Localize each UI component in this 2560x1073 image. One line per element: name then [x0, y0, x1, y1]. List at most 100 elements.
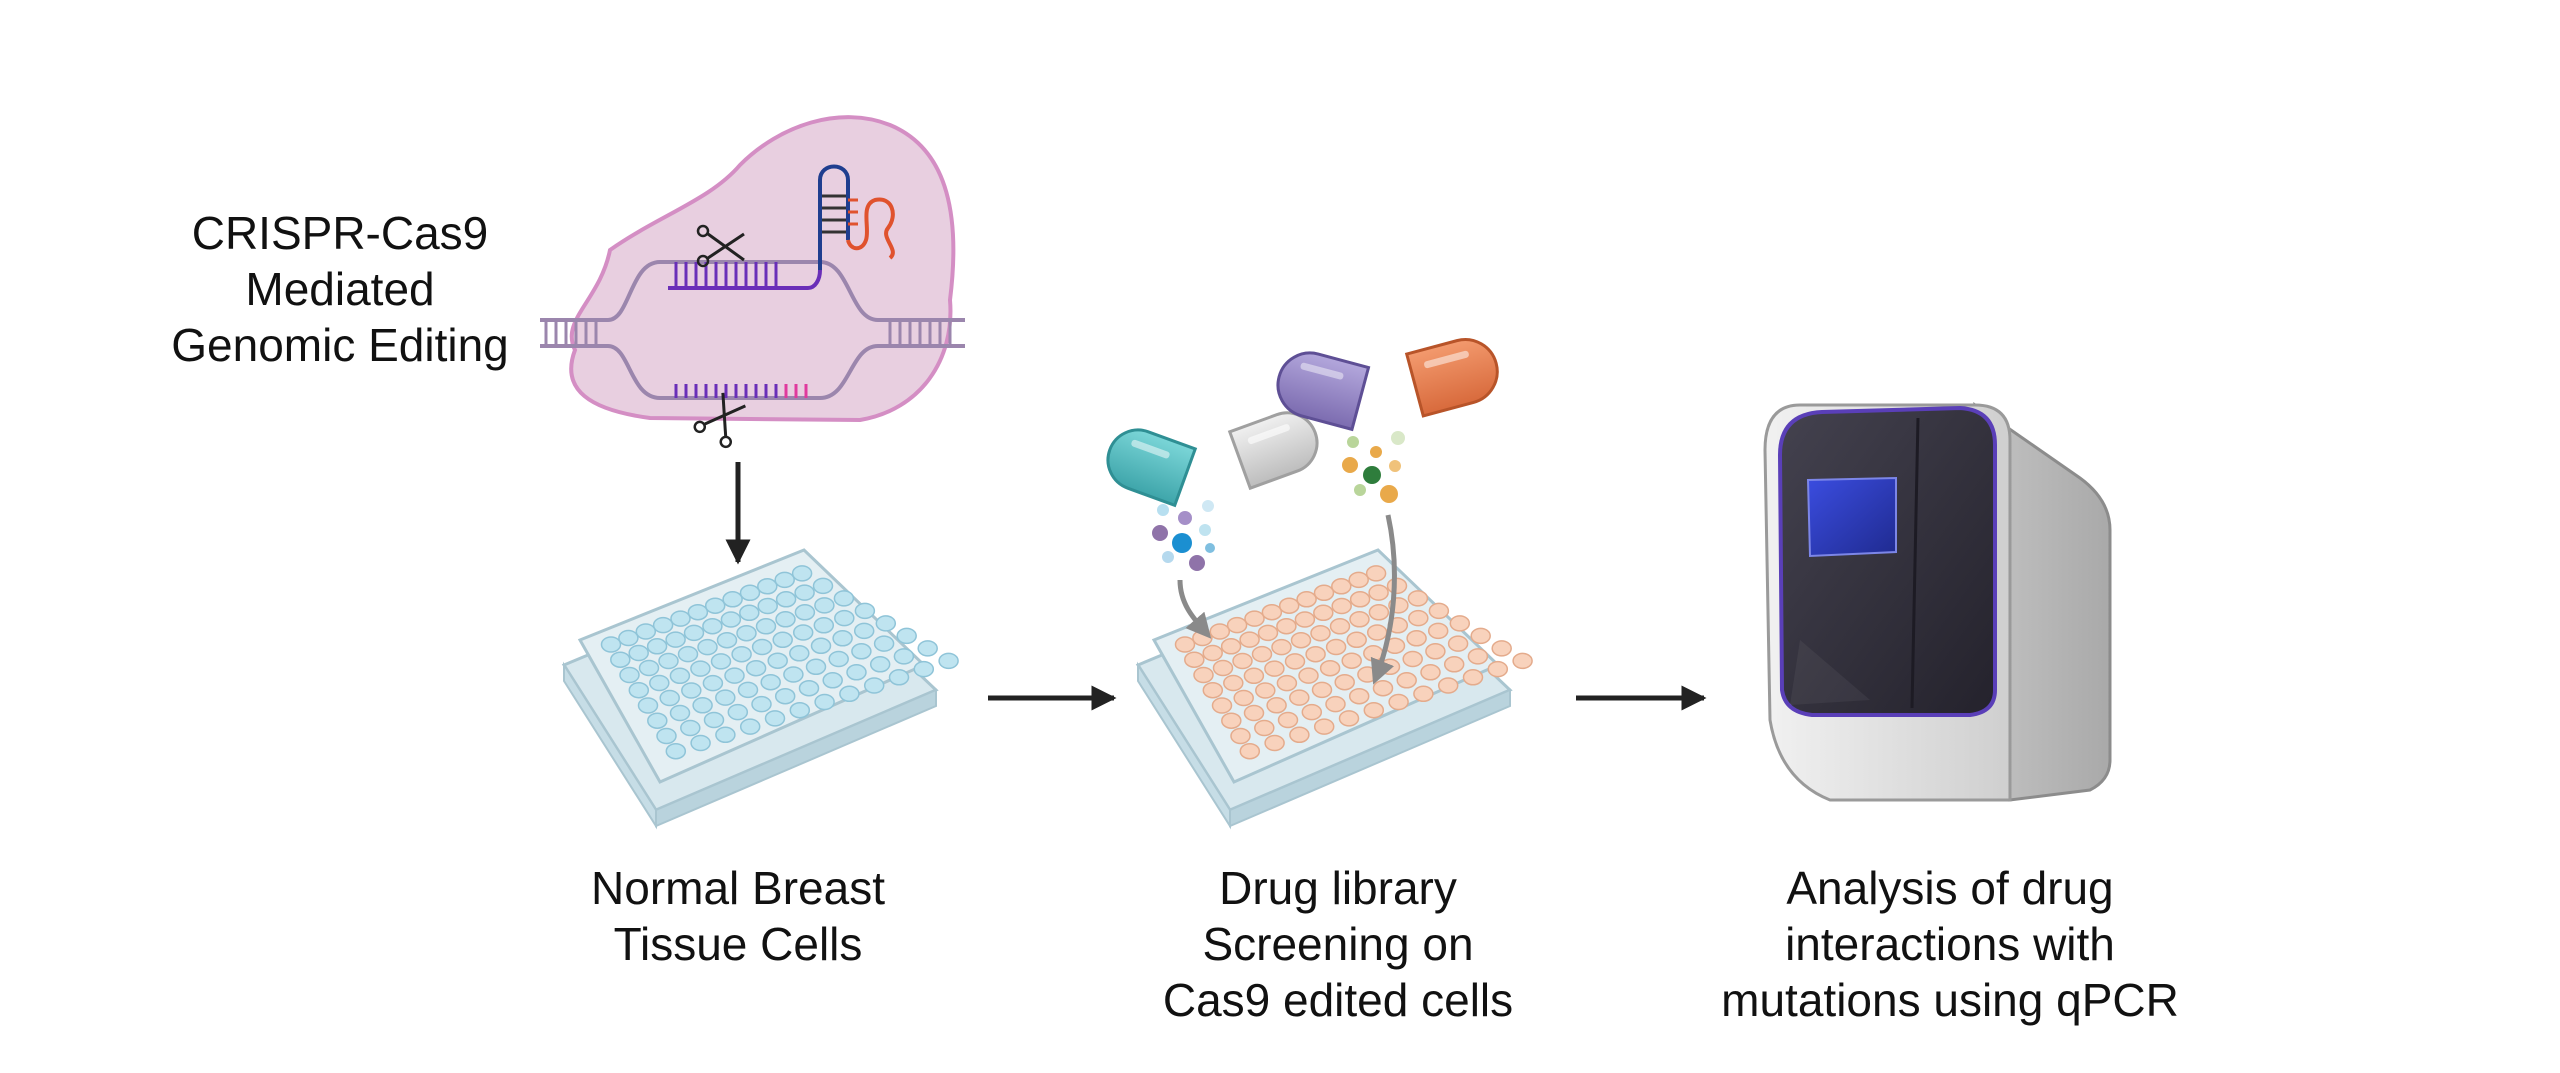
- well: [697, 638, 718, 656]
- well: [1255, 682, 1276, 699]
- well: [1396, 672, 1417, 689]
- well: [619, 666, 640, 684]
- well: [1386, 577, 1408, 595]
- well: [1357, 666, 1378, 683]
- well: [789, 701, 811, 719]
- well: [677, 645, 699, 663]
- well: [775, 611, 796, 628]
- well: [863, 677, 885, 694]
- well: [814, 597, 835, 614]
- well: [739, 718, 761, 735]
- well-plate-icon: [561, 548, 959, 830]
- well: [1243, 667, 1265, 685]
- well: [1233, 689, 1254, 707]
- step-3-line1: Analysis of drug: [1786, 862, 2114, 914]
- well: [1184, 651, 1205, 668]
- well: [1310, 624, 1331, 642]
- well: [1305, 645, 1326, 663]
- well: [1365, 565, 1387, 582]
- well: [1251, 645, 1273, 663]
- well: [1232, 652, 1253, 670]
- well: [1296, 591, 1317, 608]
- well: [658, 652, 679, 670]
- well: [896, 627, 917, 645]
- well: [794, 604, 816, 621]
- well: [814, 693, 835, 711]
- well: [893, 648, 915, 665]
- well: [1289, 726, 1310, 744]
- well: [1331, 578, 1352, 595]
- well: [1277, 711, 1299, 729]
- arrow-icon: [1177, 579, 1212, 639]
- well: [638, 659, 660, 677]
- well: [1257, 624, 1279, 642]
- step-label-qpcr-analysis: Analysis of drug interactions with mutat…: [1690, 860, 2210, 1028]
- well: [704, 597, 726, 614]
- capsule-icon: [1106, 428, 1198, 508]
- step-2-line2: Screening on: [1202, 918, 1474, 970]
- well: [1349, 611, 1370, 628]
- step-3-line3: mutations using qPCR: [1721, 974, 2179, 1026]
- arrow-icon: [1370, 514, 1397, 685]
- well: [739, 604, 760, 622]
- well: [635, 623, 657, 640]
- well: [1243, 704, 1265, 722]
- well: [656, 727, 677, 745]
- well: [794, 584, 815, 601]
- well: [703, 711, 725, 729]
- well: [637, 697, 659, 714]
- well: [805, 658, 827, 676]
- well: [1366, 624, 1388, 641]
- well: [1329, 618, 1351, 635]
- well: [1313, 604, 1334, 622]
- well-plate-icon: [1135, 548, 1533, 830]
- well: [917, 640, 938, 657]
- well: [1491, 640, 1512, 657]
- well: [1348, 571, 1369, 589]
- well: [1211, 697, 1233, 714]
- well: [1341, 652, 1362, 669]
- crispr-label-line1: CRISPR-Cas9: [191, 207, 489, 259]
- well: [1298, 667, 1319, 684]
- well: [1202, 644, 1223, 662]
- well: [1338, 710, 1360, 727]
- well: [600, 636, 622, 653]
- well: [846, 664, 867, 681]
- well: [1294, 611, 1316, 628]
- well: [810, 637, 832, 655]
- well: [764, 710, 786, 727]
- qpcr-machine-icon: [1763, 401, 2112, 802]
- well: [702, 674, 724, 692]
- step-3-line2: interactions with: [1785, 918, 2115, 970]
- well: [681, 682, 702, 699]
- well: [1372, 679, 1394, 697]
- step-2-line1: Drug library: [1219, 862, 1457, 914]
- step-2-line3: Cas9 edited cells: [1162, 974, 1514, 1026]
- well: [1363, 701, 1385, 719]
- well: [772, 631, 793, 649]
- drug-particles: [1152, 500, 1215, 571]
- well: [1226, 616, 1248, 634]
- well: [610, 651, 631, 668]
- capsule-icon: [1276, 351, 1371, 432]
- well: [839, 685, 860, 703]
- well: [1319, 659, 1341, 677]
- pam-site: [784, 384, 808, 398]
- well: [828, 650, 849, 668]
- well: [669, 667, 691, 685]
- well: [783, 666, 804, 683]
- well: [1413, 685, 1434, 703]
- well: [1193, 666, 1214, 684]
- well: [1254, 719, 1275, 737]
- well: [702, 617, 723, 635]
- well: [938, 652, 959, 670]
- well: [745, 659, 767, 677]
- well: [1276, 674, 1298, 692]
- well: [1470, 627, 1491, 645]
- well: [751, 638, 773, 656]
- well: [1462, 669, 1484, 686]
- well: [1325, 695, 1346, 713]
- well: [739, 584, 761, 602]
- dna-helix-icon: [878, 318, 965, 348]
- well: [1402, 650, 1423, 668]
